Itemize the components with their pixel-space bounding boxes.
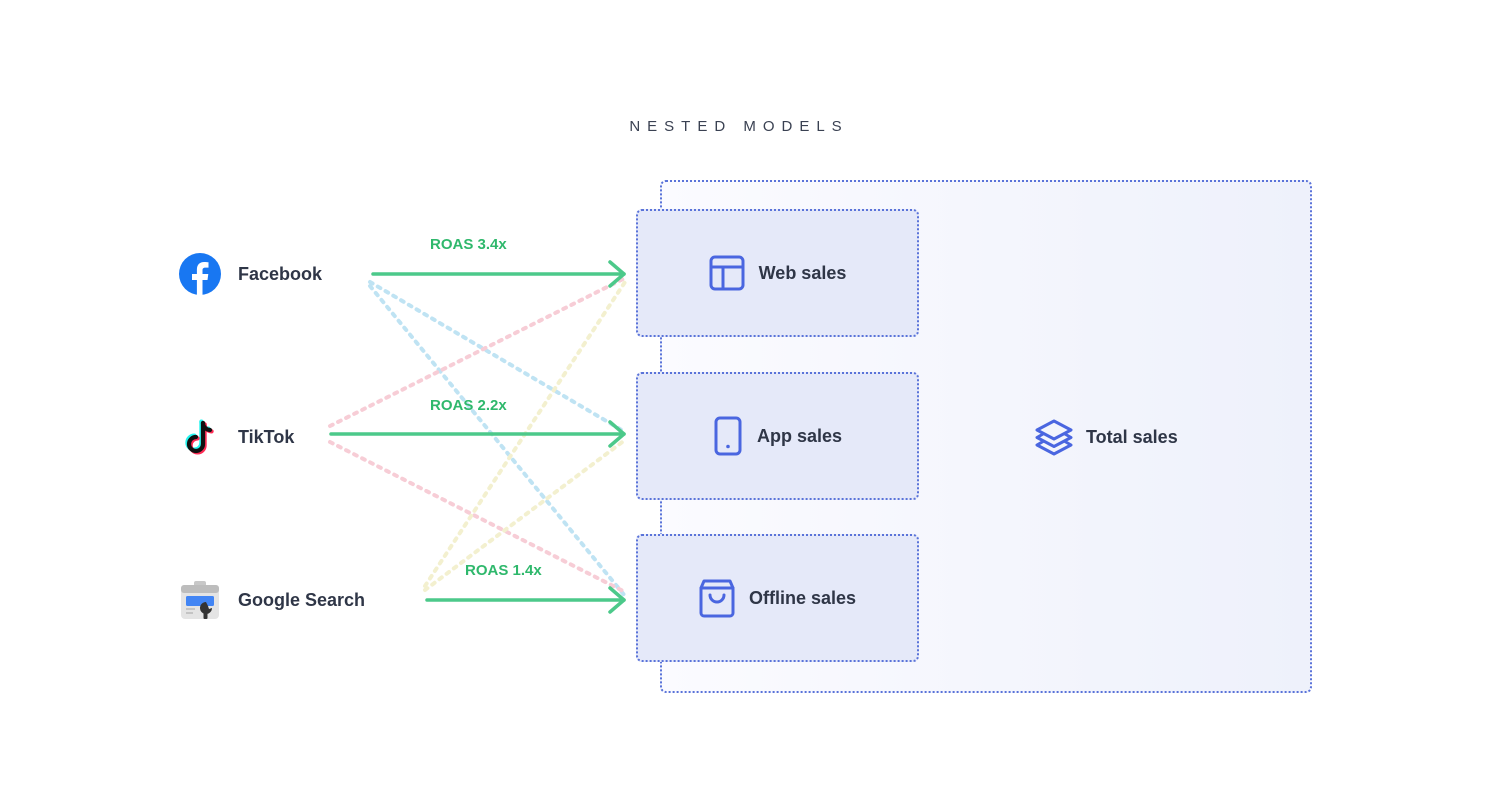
total-sales: Total sales [1034, 416, 1178, 458]
arrow-google-offline [425, 586, 626, 614]
source-tiktok: TikTok [179, 416, 294, 458]
cross-link-facebook-app [368, 280, 627, 434]
layout-icon [709, 255, 745, 291]
shopping-bag-icon [699, 578, 735, 618]
arrow-tiktok-app [329, 420, 626, 448]
source-label-tiktok: TikTok [238, 426, 295, 447]
model-box-web-sales: Web sales [636, 209, 919, 337]
google-search-console-icon [179, 579, 221, 621]
tiktok-icon [179, 416, 221, 458]
cross-link-facebook-offline [368, 284, 627, 598]
source-facebook: Facebook [179, 253, 322, 295]
model-label-app-sales: App sales [756, 425, 843, 446]
arrow-facebook-web [371, 260, 626, 288]
source-label-google-search: Google Search [238, 589, 366, 610]
source-google-search: Google Search [179, 579, 365, 621]
total-sales-label: Total sales [1086, 426, 1178, 447]
roas-label-google: ROAS 1.4x [465, 562, 542, 579]
roas-label-tiktok: ROAS 2.2x [430, 397, 507, 414]
roas-label-facebook: ROAS 3.4x [430, 236, 507, 253]
model-label-offline-sales: Offline sales [748, 587, 857, 608]
model-box-app-sales: App sales [636, 372, 919, 500]
diagram-title: NESTED MODELS [629, 118, 849, 135]
phone-icon [713, 416, 743, 456]
layers-icon [1034, 417, 1074, 457]
cross-link-google-app [423, 438, 627, 592]
model-label-web-sales: Web sales [758, 262, 847, 283]
source-label-facebook: Facebook [238, 263, 323, 284]
cross-link-tiktok-offline [328, 440, 627, 594]
facebook-icon [179, 253, 221, 295]
model-box-offline-sales: Offline sales [636, 534, 919, 662]
cross-link-tiktok-web [328, 276, 627, 428]
